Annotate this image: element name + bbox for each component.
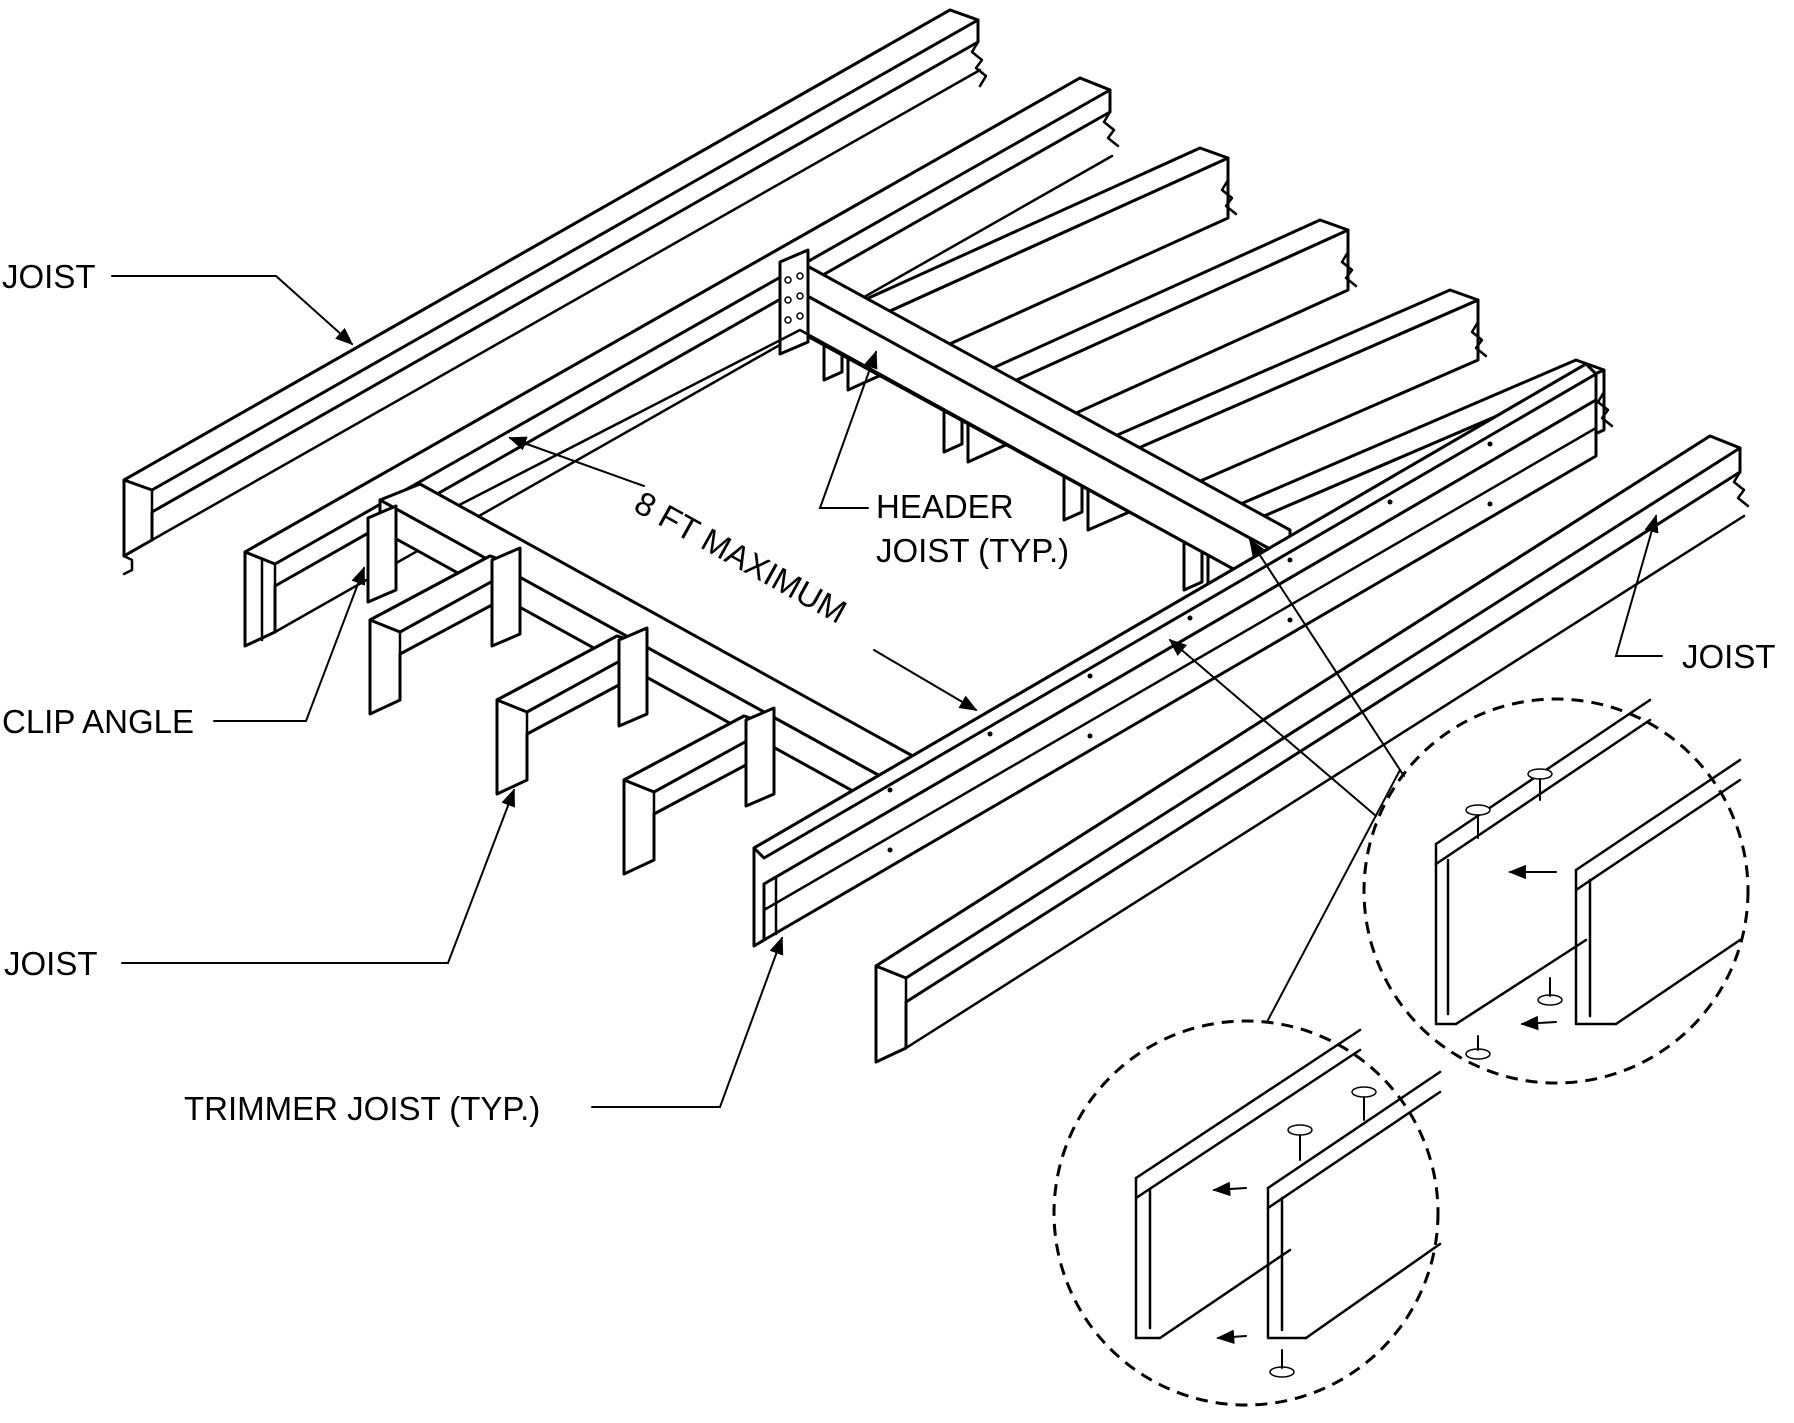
trimmer-header-left (378, 482, 922, 808)
label-dimension: 8 FT MAXIMUM (629, 484, 853, 631)
detail-lower-screws (1269, 1086, 1377, 1378)
back-joist-2 (938, 218, 1358, 464)
detail-circle-lower (1052, 1019, 1442, 1407)
label-trimmer-joist: TRIMMER JOIST (TYP.) (184, 1090, 540, 1127)
leader-lines (111, 275, 1663, 1108)
trimmer-joist (752, 362, 1598, 948)
fastener-dots (887, 441, 1493, 853)
detail-upper-channel-right (1574, 758, 1742, 1026)
label-header-line1: HEADER (876, 488, 1014, 525)
label-joist-top-left: JOIST (2, 258, 96, 295)
label-header-line2: JOIST (TYP.) (876, 532, 1069, 569)
detail-upper-screws (1465, 768, 1563, 1060)
header-joist (778, 248, 1292, 602)
joist-top-left (122, 8, 988, 576)
detail-lower-channel-right (1266, 1070, 1442, 1340)
label-joist-bottom-left: JOIST (4, 945, 98, 982)
label-clip-angle: CLIP ANGLE (2, 703, 194, 740)
clip-angle-left (366, 504, 398, 604)
label-joist-right: JOIST (1682, 638, 1776, 675)
tail-joist-3 (622, 706, 776, 876)
tail-joist-2 (495, 626, 649, 796)
detail-circle-upper (1362, 697, 1750, 1085)
tail-joist-1 (368, 546, 522, 716)
joist-second (243, 76, 1120, 648)
joist-front-right (874, 434, 1750, 1064)
